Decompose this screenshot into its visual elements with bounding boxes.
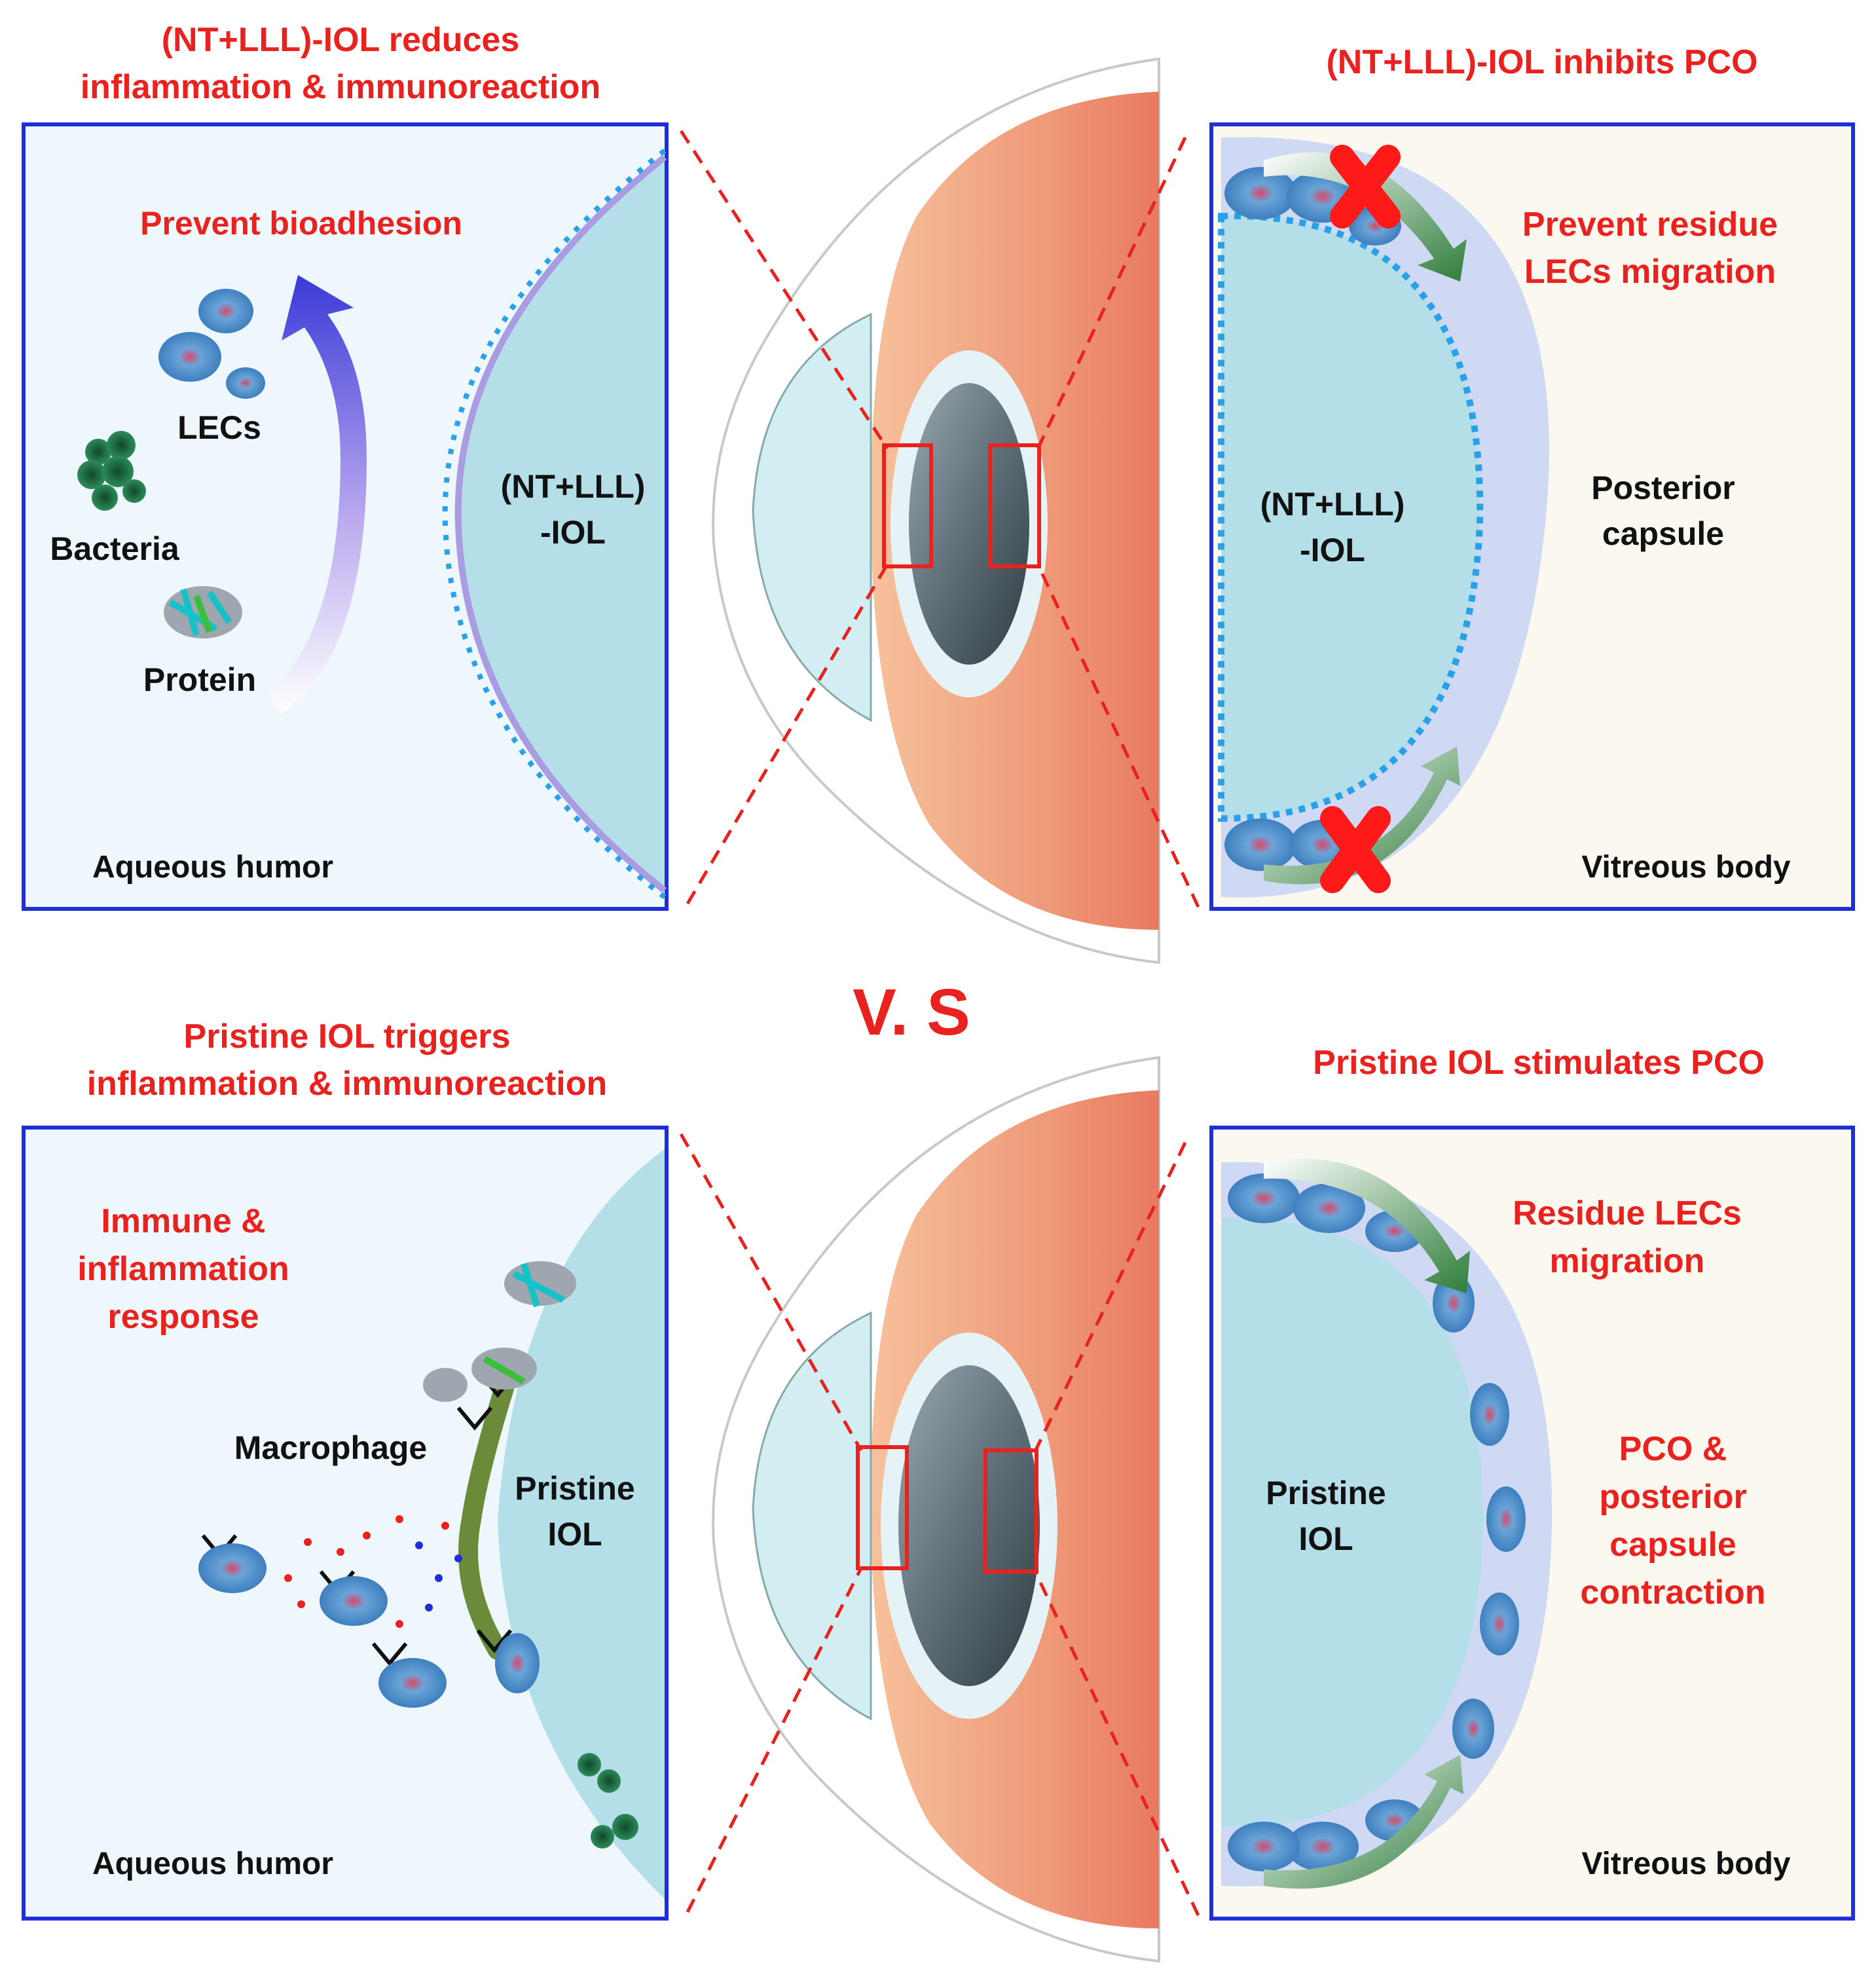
- pco-line2: posterior: [1599, 1478, 1746, 1516]
- top-eye-zoom-box-front: [882, 443, 933, 568]
- pco-line1: PCO &: [1619, 1430, 1727, 1468]
- top-left-aqueous-label: Aqueous humor: [92, 850, 333, 885]
- top-right-panel: Prevent residue LECs migration (NT+LLL) …: [1209, 122, 1855, 911]
- macrophage-body: [458, 1378, 514, 1660]
- pco-line4: contraction: [1580, 1574, 1765, 1611]
- bottom-left-iol-label-line1: Pristine: [515, 1470, 634, 1507]
- bottom-left-iol-shape: [498, 1149, 665, 1899]
- bacteria-label: Bacteria: [50, 530, 180, 567]
- bottom-left-title-line1: Pristine IOL triggers: [184, 1018, 511, 1056]
- bottom-left-aqueous-label: Aqueous humor: [92, 1847, 333, 1881]
- top-eye-illustration: [712, 57, 1160, 965]
- cytokine-dots: [284, 1515, 462, 1628]
- posterior-capsule-line2: capsule: [1602, 515, 1724, 552]
- prevent-bioadhesion-label: Prevent bioadhesion: [140, 205, 462, 242]
- top-right-iol-label-line1: (NT+LLL): [1260, 486, 1405, 523]
- posterior-capsule-line1: Posterior: [1591, 469, 1735, 506]
- bottom-eye-zoom-box-back: [983, 1448, 1038, 1574]
- top-left-iol-label-line2: -IOL: [540, 514, 606, 551]
- bottom-right-iol-label-line2: IOL: [1298, 1520, 1353, 1557]
- prevent-residue-line1: Prevent residue: [1522, 206, 1778, 244]
- top-left-coating: [454, 155, 667, 893]
- top-right-title: (NT+LLL)-IOL inhibits PCO: [1326, 43, 1757, 81]
- bottom-right-iol-shape: [1221, 1217, 1484, 1828]
- top-left-panel: Prevent bioadhesion LECs Bacteria Protei…: [22, 122, 669, 911]
- immune-response-line2: inflammation: [77, 1250, 289, 1288]
- block-x-icon: [1320, 806, 1391, 893]
- immune-response-line3: response: [107, 1298, 259, 1336]
- top-right-vitreous-label: Vitreous body: [1581, 850, 1790, 885]
- bottom-right-vitreous-label: Vitreous body: [1581, 1847, 1790, 1881]
- immune-response-line1: Immune &: [101, 1202, 265, 1240]
- bottom-right-title: Pristine IOL stimulates PCO: [1313, 1044, 1765, 1082]
- bottom-right-iol-label-line1: Pristine: [1266, 1475, 1386, 1511]
- lecs-label: LECs: [177, 409, 261, 446]
- top-zoom-lines: [679, 130, 1200, 908]
- top-eye-zoom-box-back: [988, 443, 1041, 568]
- bottom-eye-illustration: [712, 1056, 1160, 1963]
- top-right-iol-label-line2: -IOL: [1300, 532, 1365, 568]
- prevent-residue-line2: LECs migration: [1524, 253, 1776, 291]
- bacteria-cluster: [77, 431, 146, 511]
- lec-cell: [198, 289, 253, 333]
- bottom-left-panel: Immune & inflammation response Macrophag…: [22, 1126, 669, 1921]
- top-left-title-line2: inflammation & immunoreaction: [81, 68, 601, 106]
- top-left-iol-label-line1: (NT+LLL): [501, 468, 646, 505]
- top-right-iol-shape: [1218, 212, 1484, 822]
- bottom-migration-arrow-lower: [1264, 1755, 1463, 1889]
- bottom-zoom-lines: [679, 1133, 1200, 1917]
- bioadhesion-arrow: [268, 275, 367, 714]
- bottom-left-iol-label-line2: IOL: [547, 1516, 602, 1553]
- protein-blob: [164, 586, 242, 638]
- protein-blob: [423, 1261, 576, 1402]
- protein-label: Protein: [143, 661, 256, 698]
- bottom-eye-zoom-box-front: [856, 1445, 909, 1570]
- bottom-migration-arrow-upper: [1264, 1158, 1470, 1293]
- bacteria-cluster: [578, 1753, 638, 1849]
- immune-cells: [198, 1543, 540, 1708]
- vs-label: V. S: [853, 976, 970, 1049]
- macrophage-label: Macrophage: [234, 1429, 428, 1466]
- top-left-brush-layer: [442, 148, 667, 900]
- bottom-left-title-line2: inflammation & immunoreaction: [87, 1065, 608, 1103]
- block-x-icon: [1330, 145, 1401, 229]
- residue-migration-line2: migration: [1550, 1242, 1705, 1280]
- lec-cell: [226, 367, 265, 399]
- top-left-title-line1: (NT+LLL)-IOL reduces: [162, 21, 520, 59]
- lec-cell: [158, 332, 221, 382]
- pco-line3: capsule: [1609, 1526, 1736, 1564]
- bottom-right-panel: Residue LECs migration PCO & posterior c…: [1209, 1126, 1855, 1921]
- residue-migration-line1: Residue LECs: [1513, 1194, 1742, 1232]
